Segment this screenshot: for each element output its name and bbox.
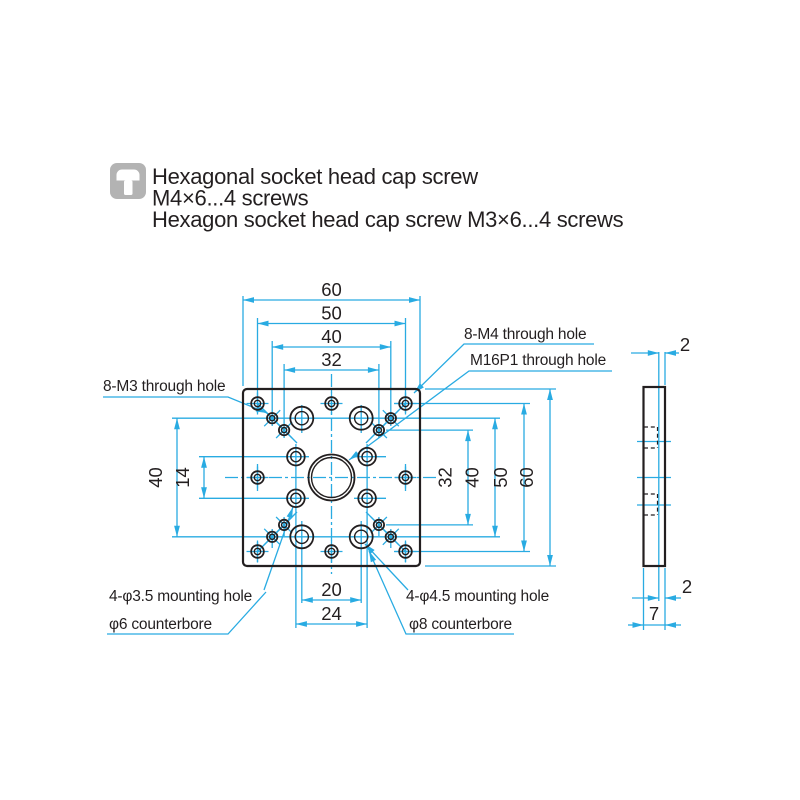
dim-top-50: 50 (321, 303, 342, 324)
side-hidden-lines (644, 426, 659, 516)
hole-labels: 8-M3 through hole 8-M4 through hole M16P… (103, 326, 606, 633)
dim-side-top-2: 2 (680, 334, 690, 355)
label-m3-through-hole: 8-M3 through hole (103, 378, 225, 395)
plate-outline (241, 387, 422, 568)
header-line-2: M4×6...4 screws (152, 186, 309, 211)
dim-top-32: 32 (321, 349, 342, 370)
side-dimension-lines (628, 350, 681, 628)
dim-top-40: 40 (321, 326, 342, 347)
m3-hole (275, 421, 294, 440)
dimension-lines (174, 297, 553, 627)
front-view: 60 50 40 32 40 14 32 40 50 60 20 24 8-M3… (103, 279, 612, 635)
dim-left-40: 40 (145, 467, 166, 488)
side-outline (642, 385, 667, 568)
center-hole-m16 (307, 453, 356, 502)
side-dimension-texts: 2 2 7 (649, 334, 692, 624)
dim-right-50: 50 (490, 467, 511, 488)
header: Hexagonal socket head cap screw M4×6...4… (110, 163, 624, 232)
dim-right-32: 32 (435, 467, 456, 488)
label-d8-counterbore: φ8 counterbore (409, 616, 512, 633)
label-d35-mounting-hole: 4-φ3.5 mounting hole (109, 588, 252, 605)
header-line-3: Hexagon socket head cap screw M3×6...4 s… (152, 207, 624, 232)
label-m16-through-hole: M16P1 through hole (470, 352, 606, 369)
screw-shank (124, 180, 133, 195)
dim-bottom-24: 24 (321, 603, 342, 624)
label-d6-counterbore: φ6 counterbore (109, 616, 212, 633)
m3-hole (369, 421, 388, 440)
dim-right-60: 60 (516, 467, 537, 488)
m3-hole (369, 516, 388, 534)
side-face (643, 387, 665, 566)
dimension-texts: 60 50 40 32 40 14 32 40 50 60 20 24 (145, 279, 537, 624)
header-line-1: Hexagonal socket head cap screw (152, 164, 478, 189)
dim-side-7: 7 (649, 603, 659, 624)
side-view: 2 2 7 (628, 334, 692, 630)
dim-bottom-20: 20 (321, 579, 342, 600)
label-m4-through-hole: 8-M4 through hole (464, 326, 586, 343)
dim-right-40: 40 (462, 467, 483, 488)
cap-screw-icon (110, 163, 146, 199)
label-d45-mounting-hole: 4-φ4.5 mounting hole (406, 588, 549, 605)
dim-side-bottom-2: 2 (682, 576, 692, 597)
m3-hole (275, 516, 294, 534)
dim-top-60: 60 (321, 279, 342, 300)
screw-head (116, 169, 140, 181)
dim-left-14: 14 (172, 467, 193, 488)
